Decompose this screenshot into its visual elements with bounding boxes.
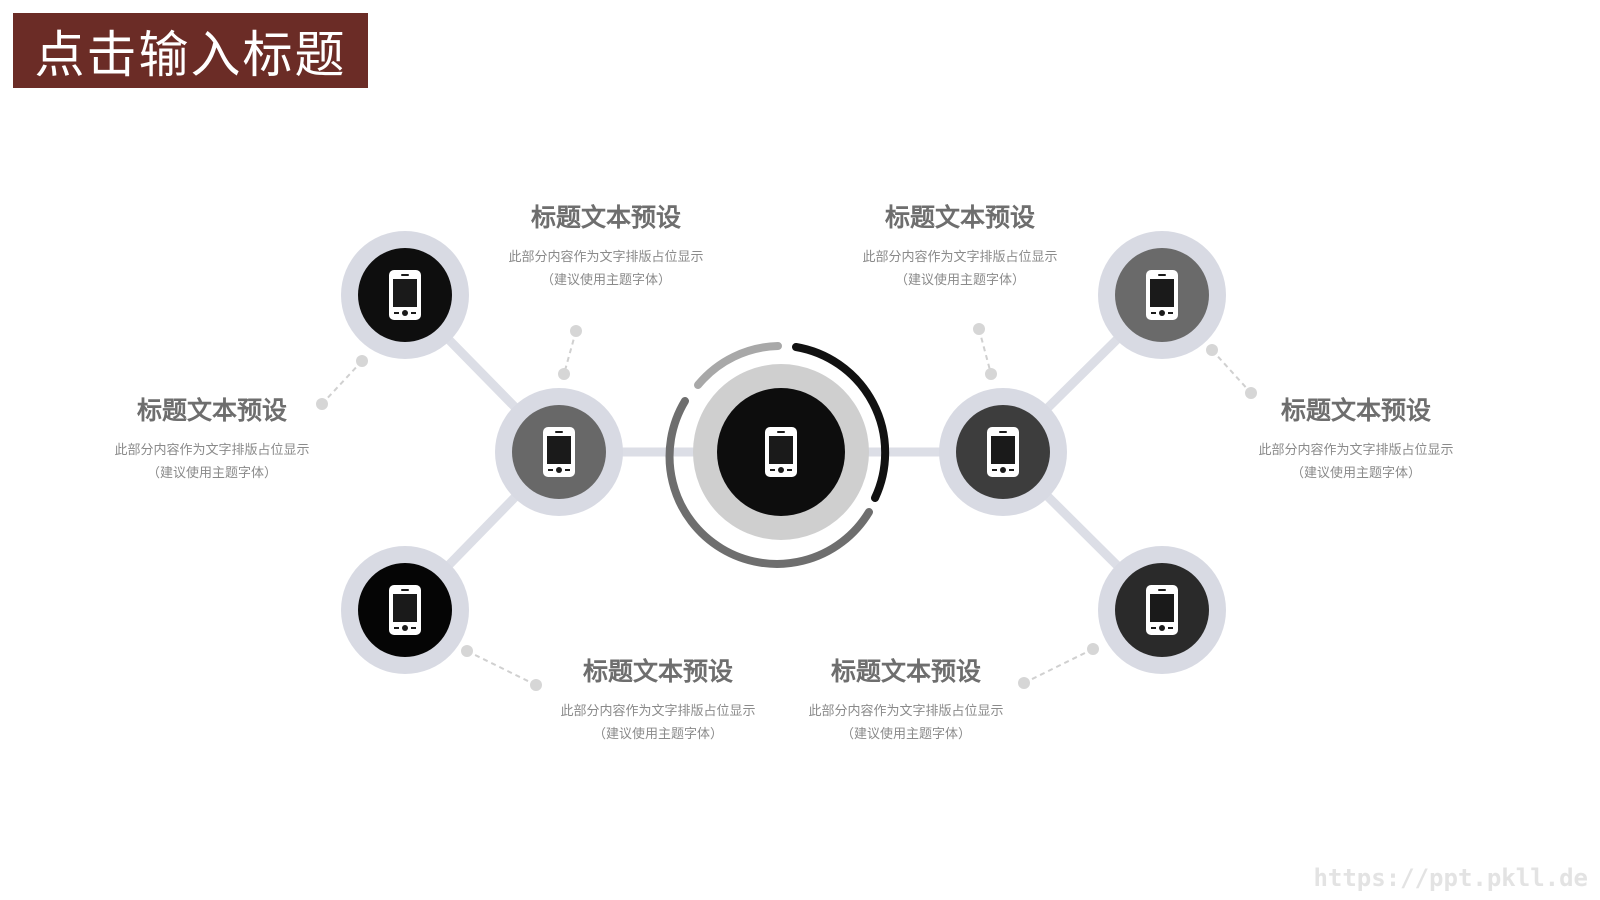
pointer-lines (316, 323, 1257, 691)
pointer-dot (316, 398, 328, 410)
slide-title: 点击输入标题 (34, 25, 347, 84)
watermark: https://ppt.pkll.de (1313, 864, 1588, 892)
text-block-right: 标题文本预设 此部分内容作为文字排版占位显示 （建议使用主题字体） (1196, 391, 1516, 485)
block-description: 此部分内容作为文字排版占位显示 (508, 250, 704, 265)
pointer-dot (973, 323, 985, 335)
mobile-phone-icon (987, 427, 1019, 477)
mobile-phone-icon (389, 270, 421, 320)
mobile-phone-icon (1146, 585, 1178, 635)
block-note: （建议使用主题字体） (1290, 466, 1421, 481)
pointer-line (1023, 648, 1094, 684)
pointer-dot (985, 368, 997, 380)
text-block-top-right: 标题文本预设 此部分内容作为文字排版占位显示 （建议使用主题字体） (800, 198, 1120, 292)
block-description: 此部分内容作为文字排版占位显示 (808, 704, 1004, 719)
pointer-dot (558, 368, 570, 380)
block-description: 此部分内容作为文字排版占位显示 (114, 443, 310, 458)
pointer-line (1211, 349, 1252, 394)
text-block-bottom-right: 标题文本预设 此部分内容作为文字排版占位显示 （建议使用主题字体） (746, 652, 1066, 746)
mobile-phone-icon (543, 427, 575, 477)
pointer-line (563, 330, 577, 375)
block-note: （建议使用主题字体） (540, 273, 671, 288)
block-note: （建议使用主题字体） (894, 273, 1025, 288)
center-arc-light (694, 342, 782, 389)
block-description: 此部分内容作为文字排版占位显示 (862, 250, 1058, 265)
pointer-dot (1018, 677, 1030, 689)
pointer-dot (570, 325, 582, 337)
center-arc-gray (665, 397, 873, 568)
block-note: （建议使用主题字体） (146, 466, 277, 481)
pointer-dot (1245, 387, 1257, 399)
slide-title-box[interactable]: 点击输入标题 (13, 13, 368, 88)
block-title: 标题文本预设 (136, 396, 287, 425)
pointer-dot (356, 355, 368, 367)
block-title: 标题文本预设 (830, 657, 981, 686)
pointer-line (978, 328, 992, 375)
text-block-top-left: 标题文本预设 此部分内容作为文字排版占位显示 （建议使用主题字体） (446, 198, 766, 292)
text-block-left: 标题文本预设 此部分内容作为文字排版占位显示 （建议使用主题字体） (52, 391, 372, 485)
pointer-line (466, 650, 537, 686)
block-description: 此部分内容作为文字排版占位显示 (1258, 443, 1454, 458)
mobile-phone-icon (765, 427, 797, 477)
icon-layer (389, 270, 1178, 635)
text-block-bottom-left: 标题文本预设 此部分内容作为文字排版占位显示 （建议使用主题字体） (498, 652, 818, 746)
block-description: 此部分内容作为文字排版占位显示 (560, 704, 756, 719)
block-title: 标题文本预设 (884, 203, 1035, 232)
block-title: 标题文本预设 (582, 657, 733, 686)
pointer-dot (530, 679, 542, 691)
block-title: 标题文本预设 (1280, 396, 1431, 425)
pointer-dot (461, 645, 473, 657)
pointer-dot (1087, 643, 1099, 655)
mobile-phone-icon (389, 585, 421, 635)
block-note: （建议使用主题字体） (592, 727, 723, 742)
pointer-line (321, 360, 363, 405)
block-note: （建议使用主题字体） (840, 727, 971, 742)
center-arc-dark (792, 343, 890, 502)
pointer-dot (1206, 344, 1218, 356)
block-title: 标题文本预设 (530, 203, 681, 232)
mobile-phone-icon (1146, 270, 1178, 320)
